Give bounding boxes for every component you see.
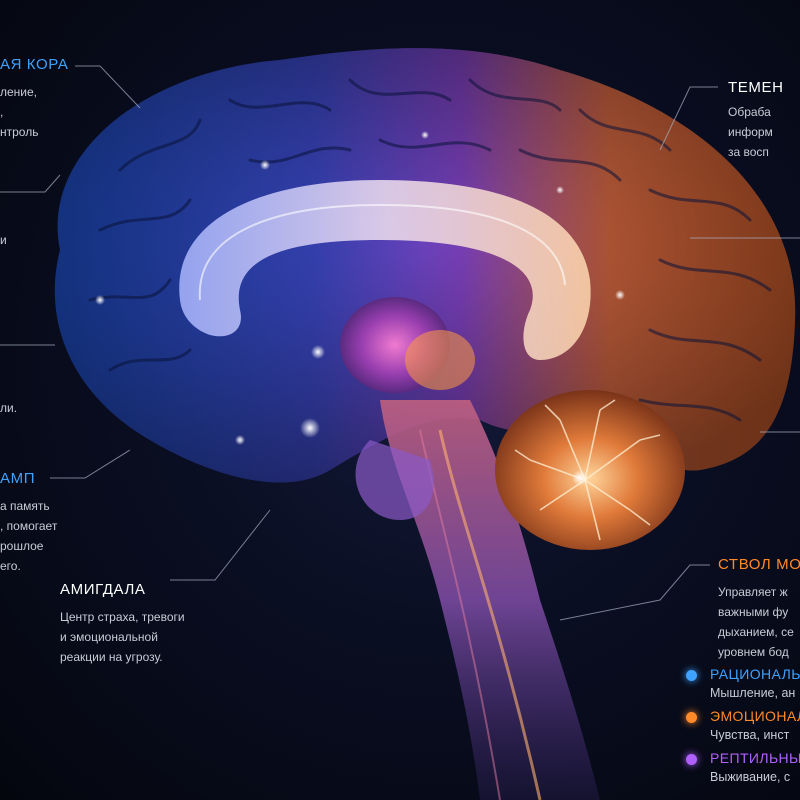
legend-title-reptilian: РЕПТИЛЬНЫ [710, 750, 800, 766]
cerebellum [495, 390, 685, 550]
hippocampus-title: АМП [0, 470, 36, 487]
brainstem [380, 400, 600, 800]
parietal-title: ТЕМЕН [728, 79, 784, 96]
legend-dot-emotional [686, 712, 697, 723]
brainstem-title: СТВОЛ МО [718, 556, 800, 573]
cortex-desc: ление, , нтроль [0, 85, 39, 139]
legend-desc-rational: Мышление, ан [710, 686, 796, 700]
legend-title-emotional: ЭМОЦИОНАЛ [710, 708, 800, 724]
callout-lines [0, 65, 800, 621]
neural-nodes [95, 131, 625, 486]
left-region-desc-2: и [0, 233, 7, 247]
amygdala-desc: Центр страха, тревоги и эмоциональной ре… [60, 610, 185, 664]
cerebellum-tree [514, 399, 661, 541]
legend-dot-reptilian [686, 754, 697, 765]
hippocampus-desc: а память , помогает рошлое его. [0, 499, 58, 573]
parietal-desc: Обраба информ за восп [728, 105, 773, 159]
legend-desc-emotional: Чувства, инст [710, 728, 790, 742]
corpus-callosum [179, 180, 591, 360]
hippocampus-region [355, 440, 434, 520]
legend-dot-rational [686, 670, 697, 681]
left-region-desc-3: ли. [0, 401, 18, 415]
legend-desc-reptilian: Выживание, с [710, 770, 791, 784]
legend-title-rational: РАЦИОНАЛЬ [710, 666, 800, 682]
brainstem-desc: Управляет ж важными фу дыханием, се уров… [718, 585, 794, 659]
cortex-title: АЯ КОРА [0, 56, 69, 73]
amygdala-title: АМИГДАЛА [60, 581, 146, 598]
